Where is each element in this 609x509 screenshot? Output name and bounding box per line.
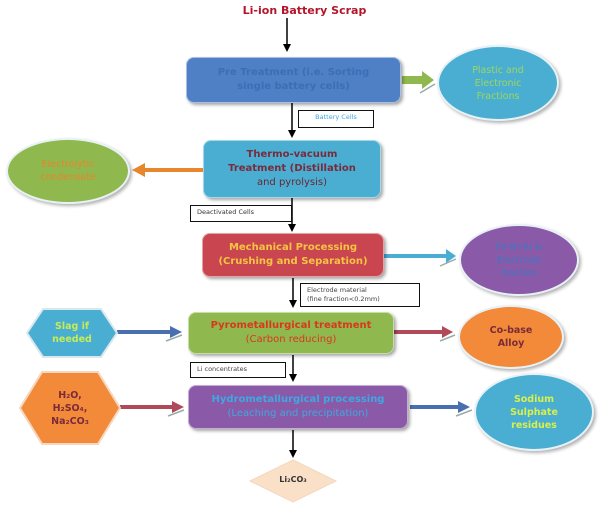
input-reagent-na2co3: Na₂CO₃ — [51, 415, 89, 427]
step-mechanical-line2: (Crushing and Separation) — [218, 256, 368, 267]
output-feni-line3: fraction — [500, 267, 538, 279]
output-feni-line1: Fe-Ni-Al & — [495, 241, 543, 253]
output-electrolytic-line1: Electrolytic — [41, 159, 95, 170]
arrow-hydro-to-sodium — [410, 401, 473, 417]
label-battery-cells: Battery Cells — [298, 110, 374, 128]
product-diamond — [248, 459, 338, 503]
arrow-reagents-to-hydro — [120, 401, 185, 417]
step-thermo-line1: Thermo-vacuum — [246, 149, 338, 160]
label-battery-cells-text: Battery Cells — [315, 113, 357, 121]
output-cobase-line1: Co-base — [489, 325, 533, 336]
step-pyro-line1: Pyrometallurgical treatment — [210, 320, 372, 331]
step-pre-treatment-line1: Pre Treatment (i.e. Sorting — [217, 67, 370, 78]
arrow-to-plastic-fractions — [402, 71, 436, 94]
arrow-to-electrolytic-condensate — [132, 163, 203, 177]
output-plastic-line2: Electronic — [474, 77, 522, 89]
step-pyrometallurgical: Pyrometallurgical treatment (Carbon reduc… — [188, 312, 394, 354]
label-electrode-material: Electrode material (fine fraction<0.2mm) — [300, 283, 420, 307]
input-reagent-h2o: H₂O, — [58, 389, 82, 401]
arrow-slag-to-pyro — [117, 326, 183, 342]
arrow-to-fe-ni-al-fraction — [384, 249, 457, 267]
output-electrolytic-condensate: Electrolytic condensate — [6, 138, 130, 204]
step-hydro-line1: Hydrometallurgical processing — [211, 394, 385, 405]
arrow-pyro-to-cobase — [394, 326, 456, 342]
label-electrode-line1: Electrode material — [307, 286, 367, 294]
diagram-title: Li-ion Battery Scrap — [242, 4, 367, 17]
step-thermo-line3: and pyrolysis) — [256, 177, 328, 188]
input-slag-if-needed: Slag if needed — [25, 307, 119, 359]
step-pyro-line2: (Carbon reducing) — [245, 334, 337, 345]
label-li-concentrates-text: Li concentrates — [197, 365, 247, 373]
input-reagents: H₂O,H₂SO₄,Na₂CO₃ — [18, 370, 122, 446]
input-slag-line2: needed — [52, 334, 92, 345]
step-mechanical-line1: Mechanical Processing — [228, 242, 358, 253]
product-li2co3-label: Li₂CO₃ — [279, 475, 307, 484]
output-feni-line2: Electrode — [496, 254, 542, 266]
step-hydro-line2: (Leaching and precipitation) — [227, 408, 369, 419]
step-hydrometallurgical: Hydrometallurgical processing (Leaching a… — [188, 385, 408, 429]
step-mechanical-processing: Mechanical Processing (Crushing and Separ… — [202, 233, 384, 277]
output-plastic-line1: Plastic and — [472, 64, 524, 76]
output-sodium-line1: Sodium — [513, 393, 555, 405]
output-electrolytic-line2: condensate — [40, 172, 96, 183]
step-pre-treatment: Pre Treatment (i.e. Sorting single batter… — [186, 57, 401, 103]
step-pre-treatment-line2: single battery cells) — [237, 81, 350, 92]
input-slag-line1: Slag if — [54, 321, 89, 332]
output-plastic-line3: Fractions — [476, 90, 520, 102]
step-thermo-line2: Treatment (Distillation — [228, 163, 356, 174]
hexagon-shape — [25, 308, 119, 358]
output-sodium-line3: residues — [511, 419, 557, 431]
label-deactivated-cells: Deactivated Cells — [190, 205, 292, 222]
label-electrode-line2: (fine fraction<0.2mm) — [307, 295, 380, 303]
output-cobase-line2: Alloy — [497, 338, 525, 349]
label-deactivated-cells-text: Deactivated Cells — [197, 208, 255, 216]
input-reagent-h2so4: H₂SO₄, — [52, 402, 88, 414]
label-li-concentrates: Li concentrates — [190, 362, 286, 378]
hexagon-shape — [18, 371, 122, 445]
output-sodium-line2: Sulphate — [510, 406, 558, 418]
